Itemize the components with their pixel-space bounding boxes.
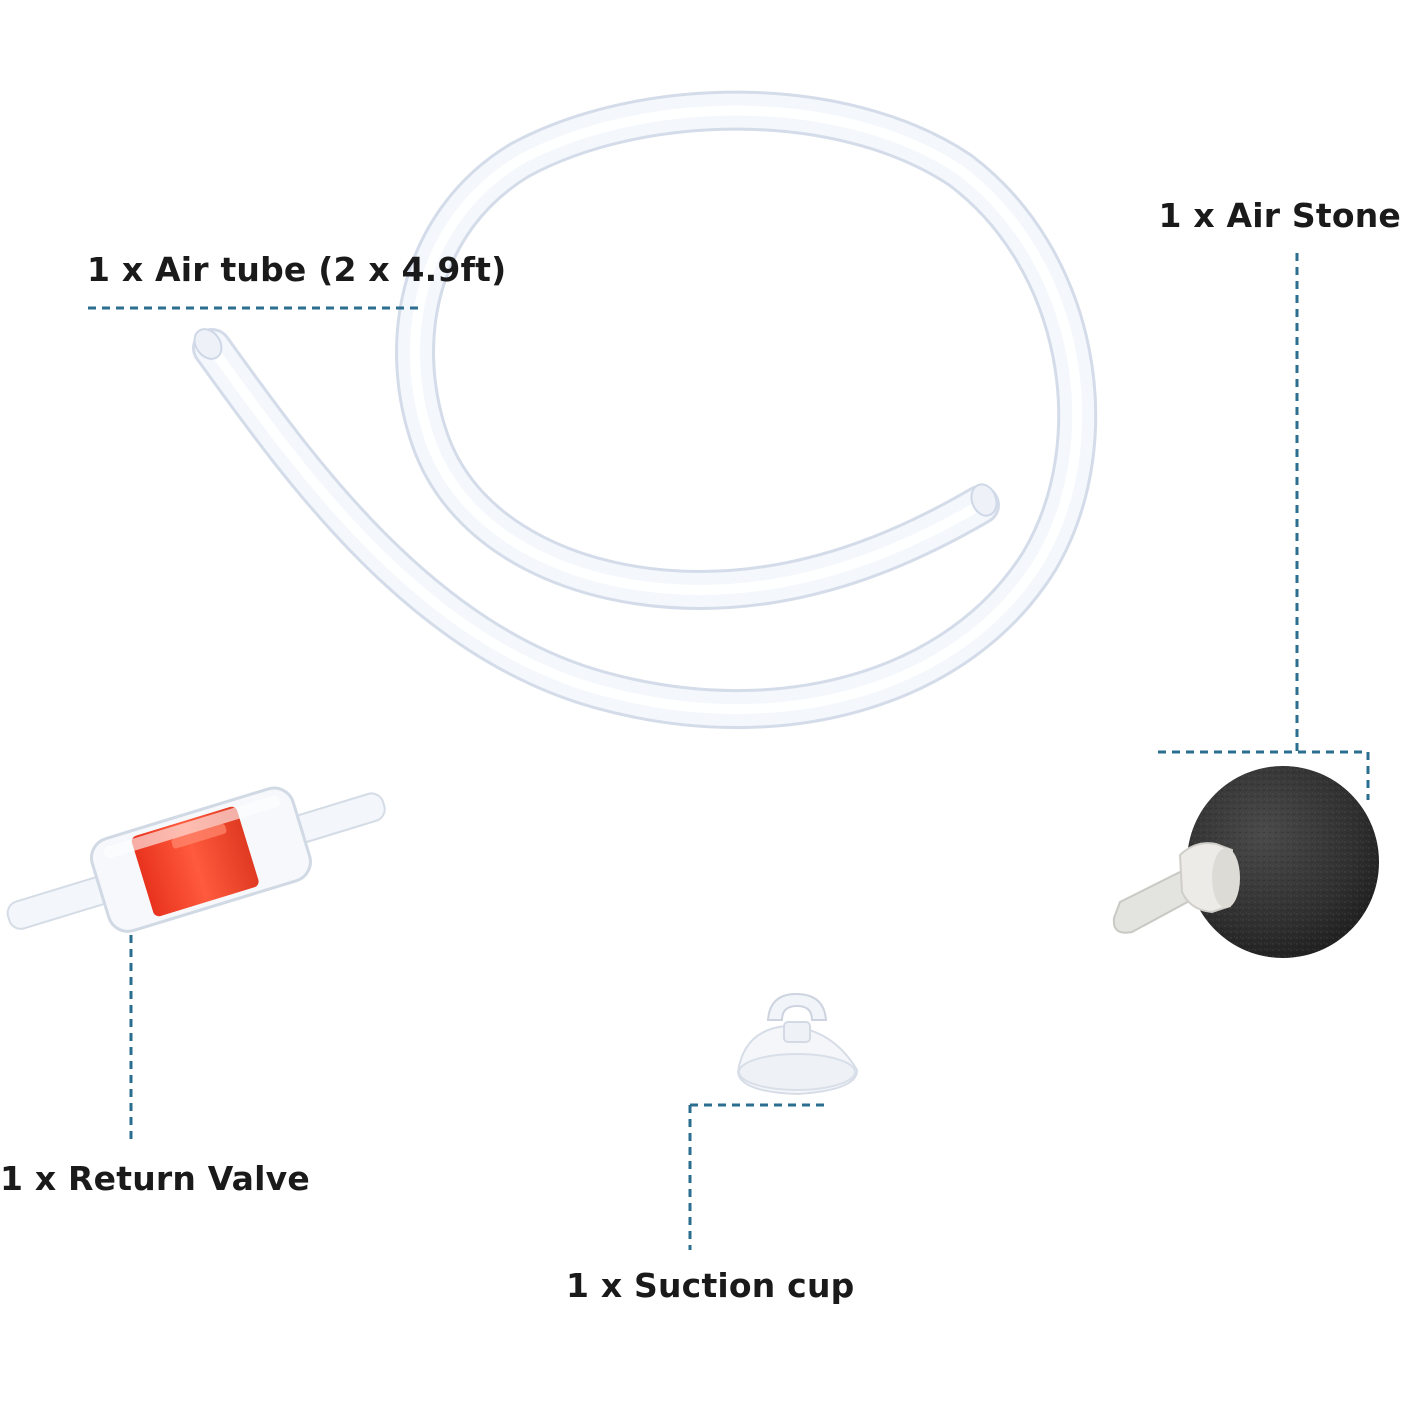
suction-cup [736,992,859,1096]
air-tube-coil [192,90,1098,730]
return-valve [6,786,386,933]
suction-cup-label: 1 x Suction cup [566,1266,855,1305]
air-stone [1112,766,1379,958]
suction-cup-leader-line [688,1103,828,1250]
air-stone-label: 1 x Air Stone [1158,196,1401,235]
return-valve-label: 1 x Return Valve [0,1159,310,1198]
air-tube-label: 1 x Air tube (2 x 4.9ft) [87,250,507,289]
air-stone-leader-line [1158,253,1370,800]
